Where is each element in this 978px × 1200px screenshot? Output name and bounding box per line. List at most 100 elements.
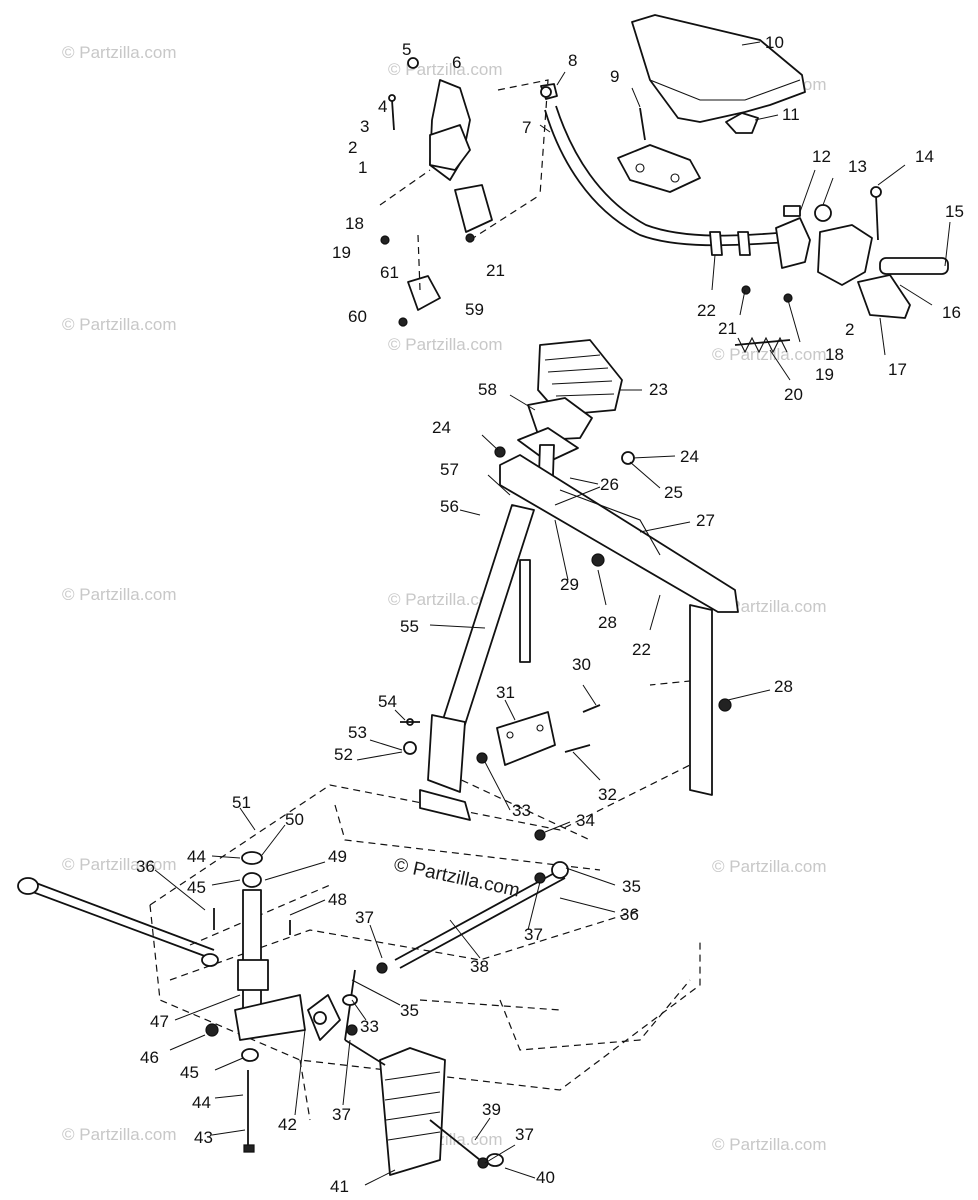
callout-45b: 45	[180, 1063, 199, 1082]
callout-61: 61	[380, 263, 399, 282]
callout-37c: 37	[332, 1105, 351, 1124]
callout-43: 43	[194, 1128, 213, 1147]
callout-1: 1	[358, 158, 367, 177]
callout-37b: 37	[524, 925, 543, 944]
callout-35b: 35	[400, 1001, 419, 1020]
callout-35a: 35	[622, 877, 641, 896]
callouts: 10 11 8 7 9 12 13 14 15 16 17 2 22 21 18…	[136, 33, 964, 1196]
callout-30: 30	[572, 655, 591, 674]
callout-2a: 2	[348, 138, 357, 157]
callout-4: 4	[378, 97, 387, 116]
callout-9: 9	[610, 67, 619, 86]
callout-14: 14	[915, 147, 934, 166]
callout-29: 29	[560, 575, 579, 594]
callout-31: 31	[496, 683, 515, 702]
callout-56: 56	[440, 497, 459, 516]
callout-7: 7	[522, 118, 531, 137]
callout-19a: 19	[332, 243, 351, 262]
leader-lines	[154, 41, 951, 1186]
watermark-text: © Partzilla.com	[62, 585, 177, 604]
callout-23: 23	[649, 380, 668, 399]
callout-44b: 44	[192, 1093, 211, 1112]
watermark-text: © Partzilla.com	[712, 597, 827, 616]
hand-guard	[631, 14, 806, 123]
callout-28b: 28	[774, 677, 793, 696]
callout-47: 47	[150, 1012, 169, 1031]
callout-17: 17	[888, 360, 907, 379]
handlebar	[540, 83, 791, 256]
callout-3: 3	[360, 117, 369, 136]
callout-5: 5	[402, 40, 411, 59]
watermark-text: © Partzilla.com	[62, 855, 177, 874]
watermark-text: © Partzilla.com	[388, 590, 503, 609]
diagram-watermark: © Partzilla.com	[392, 854, 522, 901]
callout-53: 53	[348, 723, 367, 742]
callout-12: 12	[812, 147, 831, 166]
mount-plate	[496, 704, 601, 766]
hardware	[346, 86, 793, 1169]
callout-21b: 21	[718, 319, 737, 338]
lower-boot	[342, 969, 504, 1176]
callout-15: 15	[945, 202, 964, 221]
watermark-text: © Partzilla.com	[712, 857, 827, 876]
callout-45a: 45	[187, 878, 206, 897]
callout-10: 10	[765, 33, 784, 52]
callout-58: 58	[478, 380, 497, 399]
handlebar-bracket	[617, 107, 701, 193]
callout-22b: 22	[632, 640, 651, 659]
callout-46: 46	[140, 1048, 159, 1067]
callout-49: 49	[328, 847, 347, 866]
callout-59: 59	[465, 300, 484, 319]
callout-11: 11	[782, 105, 800, 124]
callout-6: 6	[452, 53, 461, 72]
throttle-housing	[734, 186, 949, 354]
callout-26: 26	[600, 475, 619, 494]
callout-28a: 28	[598, 613, 617, 632]
callout-38: 38	[470, 957, 489, 976]
callout-36a: 36	[136, 857, 155, 876]
callout-20: 20	[784, 385, 803, 404]
callout-16: 16	[942, 303, 961, 322]
guard-pad	[725, 112, 759, 134]
callout-36b: 36	[620, 905, 639, 924]
callout-34: 34	[576, 811, 595, 830]
watermark-text: © Partzilla.com	[712, 1135, 827, 1154]
callout-22a: 22	[697, 301, 716, 320]
callout-33b: 33	[360, 1017, 379, 1036]
callout-25: 25	[664, 483, 683, 502]
watermark-text: © Partzilla.com	[62, 315, 177, 334]
callout-42: 42	[278, 1115, 297, 1134]
callout-21a: 21	[486, 261, 505, 280]
callout-57: 57	[440, 460, 459, 479]
steering-post	[400, 339, 739, 821]
callout-51: 51	[232, 793, 251, 812]
callout-39: 39	[482, 1100, 501, 1119]
callout-24a: 24	[432, 418, 451, 437]
callout-32: 32	[598, 785, 617, 804]
pivot-assembly	[205, 851, 341, 1153]
brake-lever-assembly	[379, 57, 549, 311]
watermark-layer: © Partzilla.com © Partzilla.com © Partzi…	[62, 43, 827, 1154]
callout-2b: 2	[845, 320, 854, 339]
callout-37a: 37	[355, 908, 374, 927]
callout-48: 48	[328, 890, 347, 909]
callout-19b: 19	[815, 365, 834, 384]
watermark-text: © Partzilla.com	[388, 60, 503, 79]
callout-50: 50	[285, 810, 304, 829]
callout-18b: 18	[825, 345, 844, 364]
callout-54: 54	[378, 692, 397, 711]
callout-60: 60	[348, 307, 367, 326]
callout-55: 55	[400, 617, 419, 636]
callout-41: 41	[330, 1177, 349, 1196]
callout-13: 13	[848, 157, 867, 176]
callout-52: 52	[334, 745, 353, 764]
callout-33a: 33	[512, 801, 531, 820]
callout-18a: 18	[345, 214, 364, 233]
callout-8: 8	[568, 51, 577, 70]
watermark-text: © Partzilla.com	[388, 335, 503, 354]
callout-27: 27	[696, 511, 715, 530]
watermark-text: © Partzilla.com	[712, 345, 827, 364]
watermark-text: © Partzilla.com	[62, 1125, 177, 1144]
watermark-text: © Partzilla.com	[62, 43, 177, 62]
